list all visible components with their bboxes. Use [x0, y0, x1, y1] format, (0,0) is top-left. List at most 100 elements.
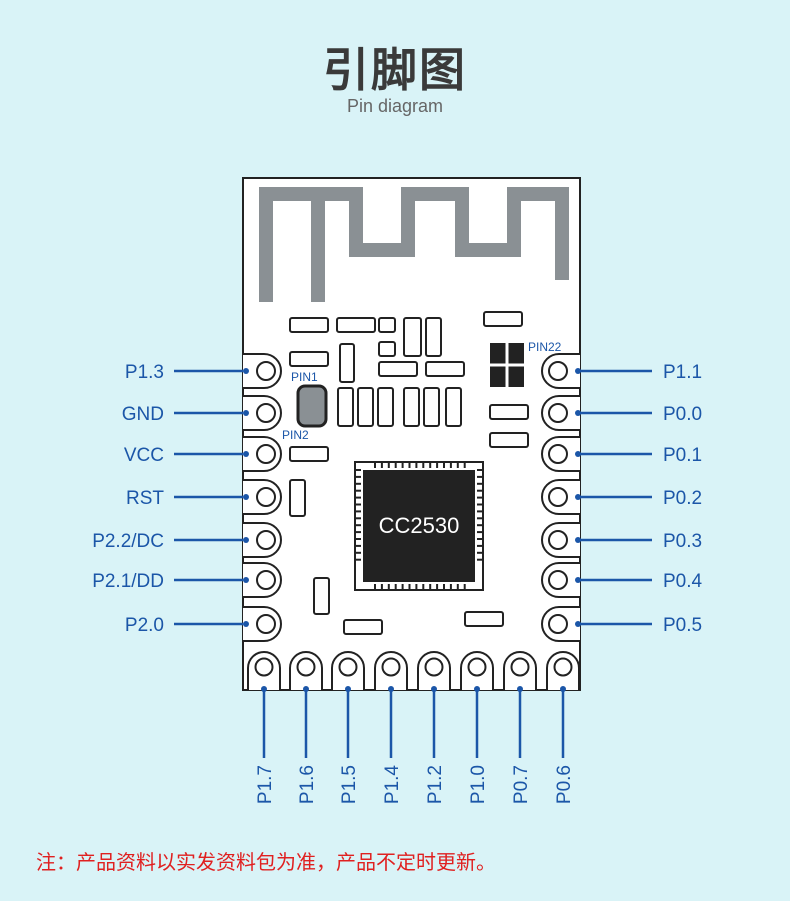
- right-pin: P0.0: [541, 395, 702, 431]
- pad-hole: [424, 657, 444, 677]
- right-pin: P1.1: [541, 353, 702, 389]
- page-subtitle: Pin diagram: [346, 96, 444, 116]
- left-pin: GND: [122, 395, 282, 431]
- bottom-pin: P1.6: [289, 651, 323, 804]
- bottom-pin: P1.7: [247, 651, 281, 804]
- left-pin: P2.0: [125, 606, 282, 642]
- pad-hole: [254, 657, 274, 677]
- pin-dot: [575, 494, 581, 500]
- left-pin-label: P2.2/DC: [92, 531, 164, 552]
- pin-dot: [243, 368, 249, 374]
- pin-dot: [243, 537, 249, 543]
- pin-dot: [560, 686, 566, 692]
- castellated-pad: [541, 522, 580, 558]
- pin1-marker: PIN1: [291, 370, 318, 384]
- castellated-pad: [541, 479, 580, 515]
- pad-hole: [256, 570, 276, 590]
- pad-hole: [381, 657, 401, 677]
- page-title: 引脚图: [323, 43, 467, 97]
- castellated-pad: [460, 651, 494, 690]
- pad-hole: [256, 614, 276, 634]
- pad-hole: [548, 487, 568, 507]
- right-pin: P0.2: [541, 479, 702, 515]
- pad-hole: [256, 403, 276, 423]
- pin-dot: [243, 577, 249, 583]
- pin-dot: [575, 451, 581, 457]
- left-pin-label: RST: [126, 488, 164, 509]
- pin-dot: [243, 410, 249, 416]
- left-pin-label: P1.3: [125, 362, 164, 383]
- pin-dot: [243, 621, 249, 627]
- right-pin-label: P0.4: [663, 571, 703, 592]
- pad-hole: [548, 570, 568, 590]
- pad-hole: [548, 614, 568, 634]
- right-pin: P0.5: [541, 606, 702, 642]
- castellated-pad: [243, 606, 282, 642]
- castellated-pad: [247, 651, 281, 690]
- pin-dot: [575, 621, 581, 627]
- left-pin: P1.3: [125, 353, 282, 389]
- right-pin-label: P0.5: [663, 615, 702, 636]
- bottom-pin-label: P1.6: [297, 765, 318, 804]
- bottom-pin-label: P0.7: [511, 765, 532, 804]
- castellated-pad: [243, 436, 282, 472]
- pad-hole: [548, 444, 568, 464]
- chip-label: CC2530: [379, 513, 460, 538]
- pad-hole: [256, 530, 276, 550]
- left-pin-label: GND: [122, 404, 164, 425]
- bottom-pin: P0.7: [503, 651, 537, 804]
- left-pin: VCC: [124, 436, 282, 472]
- bottom-pin-label: P1.4: [382, 765, 403, 805]
- right-pin-label: P1.1: [663, 362, 702, 383]
- pad-hole: [296, 657, 316, 677]
- castellated-pad: [243, 479, 282, 515]
- bottom-pin: P1.0: [460, 651, 494, 804]
- right-pin: P0.1: [541, 436, 702, 472]
- right-pin-label: P0.0: [663, 404, 702, 425]
- right-pin: P0.4: [541, 562, 703, 598]
- pin-dot: [345, 686, 351, 692]
- castellated-pad: [243, 522, 282, 558]
- castellated-pad: [541, 436, 580, 472]
- pad-hole: [467, 657, 487, 677]
- castellated-pad: [541, 395, 580, 431]
- footnote: 注：产品资料以实发资料包为准，产品不定时更新。: [36, 850, 496, 874]
- pin22-marker: PIN22: [528, 340, 562, 354]
- bottom-pin: P1.5: [331, 651, 365, 804]
- right-pin-label: P0.2: [663, 488, 702, 509]
- right-pin: P0.3: [541, 522, 702, 558]
- bottom-pin-label: P1.7: [255, 765, 276, 804]
- right-pin-label: P0.1: [663, 445, 702, 466]
- castellated-pad: [243, 395, 282, 431]
- pad-hole: [256, 487, 276, 507]
- bottom-pin-label: P1.5: [339, 765, 360, 804]
- left-pin-label: P2.0: [125, 615, 164, 636]
- pad-hole: [548, 403, 568, 423]
- bottom-pin: P1.4: [374, 651, 408, 805]
- pin1-oscillator: [296, 384, 328, 428]
- left-pin-label: P2.1/DD: [92, 571, 164, 592]
- pin-dot: [575, 368, 581, 374]
- bottom-pin-label: P0.6: [554, 765, 575, 804]
- castellated-pad: [331, 651, 365, 690]
- pin-dot: [517, 686, 523, 692]
- bottom-pin-label: P1.2: [425, 765, 446, 804]
- pin-dot: [261, 686, 267, 692]
- bottom-pin: P0.6: [546, 651, 580, 804]
- castellated-pad: [243, 353, 282, 389]
- pad-hole: [548, 530, 568, 550]
- pin-dot: [243, 494, 249, 500]
- pin-dot: [575, 537, 581, 543]
- pad-hole: [548, 361, 568, 381]
- pin-dot: [388, 686, 394, 692]
- right-pin-label: P0.3: [663, 531, 702, 552]
- left-pin-label: VCC: [124, 445, 164, 466]
- pin-dot: [243, 451, 249, 457]
- left-pin: RST: [126, 479, 282, 515]
- bottom-pin: P1.2: [417, 651, 451, 804]
- pin-dot: [575, 577, 581, 583]
- castellated-pad: [417, 651, 451, 690]
- pad-hole: [338, 657, 358, 677]
- pin-dot: [474, 686, 480, 692]
